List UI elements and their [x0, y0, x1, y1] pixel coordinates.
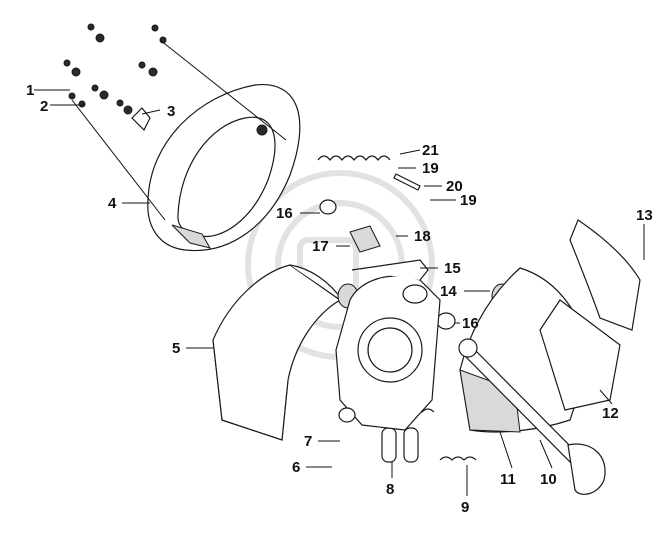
brake-spider — [335, 259, 441, 431]
brake-shoe-left — [212, 264, 343, 441]
callout-20: 20 — [446, 178, 463, 195]
callout-15: 15 — [444, 260, 461, 277]
callout-7: 7 — [304, 433, 312, 450]
callout-16-left: 16 — [276, 205, 293, 222]
callout-16-right: 16 — [462, 315, 479, 332]
callout-6: 6 — [292, 459, 300, 476]
upper-lining — [569, 219, 641, 331]
callout-1: 1 — [26, 82, 34, 99]
callout-21: 21 — [422, 142, 439, 159]
callout-2: 2 — [40, 98, 48, 115]
callout-14: 14 — [440, 283, 457, 300]
dust-shield — [147, 84, 301, 252]
callout-9: 9 — [461, 499, 469, 516]
callout-11: 11 — [500, 471, 516, 488]
camshaft — [458, 338, 606, 495]
brake-lining — [539, 299, 621, 411]
callout-18: 18 — [414, 228, 431, 245]
callout-10: 10 — [540, 471, 557, 488]
callout-19-bottom: 19 — [460, 192, 477, 209]
bolt-set — [63, 23, 167, 132]
callout-5: 5 — [172, 340, 180, 357]
callout-4: 4 — [108, 195, 117, 212]
callout-19-top: 19 — [422, 160, 439, 177]
callout-13: 13 — [636, 207, 653, 224]
leader-lines — [34, 39, 645, 496]
callout-17: 17 — [312, 238, 329, 255]
springs — [317, 155, 477, 463]
bushings — [319, 199, 513, 330]
callout-12: 12 — [602, 405, 619, 422]
callout-8: 8 — [386, 481, 394, 498]
callouts: 1 2 3 4 5 6 7 8 9 10 11 12 13 14 15 16 1… — [26, 82, 653, 516]
callout-3: 3 — [167, 103, 175, 120]
